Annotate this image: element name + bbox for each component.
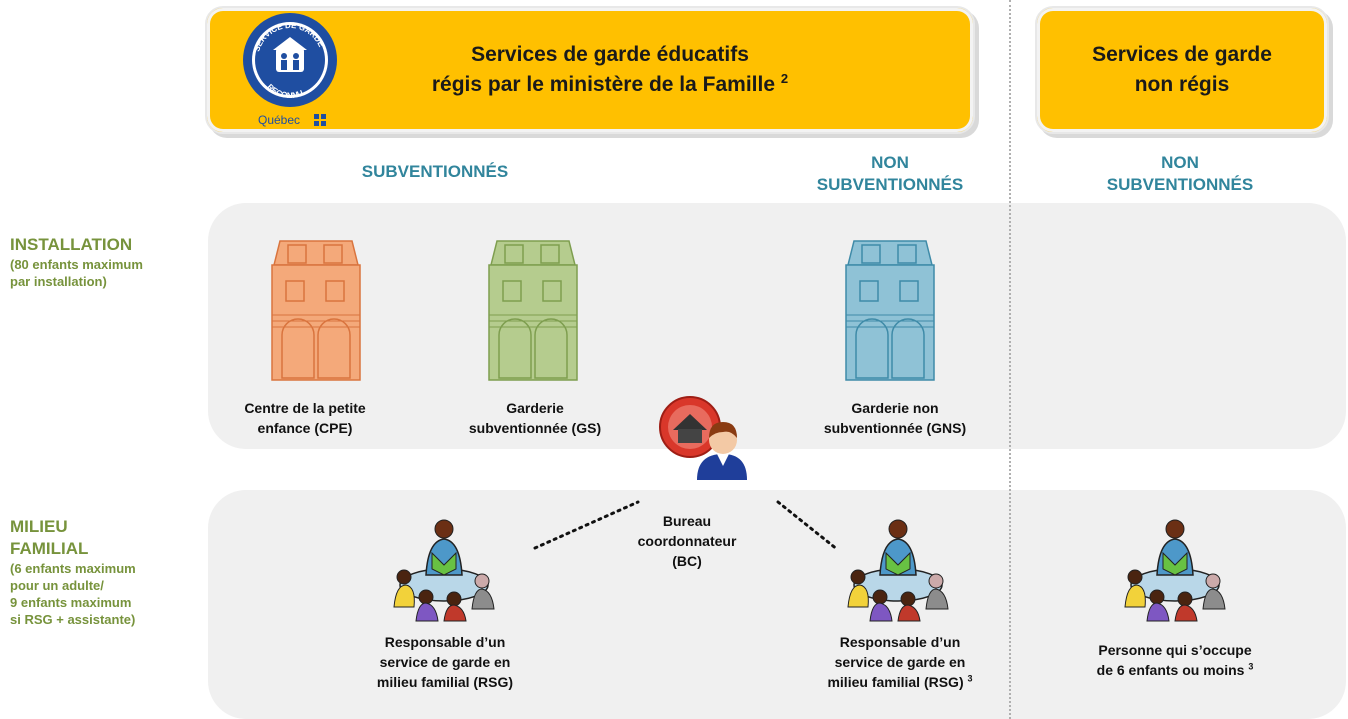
gns-caption: Garderie non subventionnée (GNS) (823, 400, 967, 436)
bc-connector-lines (533, 500, 840, 552)
regulated-banner-title: Services de garde éducatifs régis par le… (432, 40, 788, 100)
family-row-label: MILIEU FAMILIAL (6 enfants maximum pour … (10, 517, 136, 627)
bc-caption: Bureau coordonnateur (BC) (637, 513, 737, 569)
regulated-banner-line1: Services de garde éducatifs (471, 43, 749, 66)
quebec-recognized-logo: SERVICE DE GARDE RECONNU Québec (240, 10, 340, 130)
quebec-brand-text: Québec (258, 113, 300, 127)
cpe-building-icon (271, 240, 361, 381)
footnote-3: 3 (967, 673, 973, 684)
footnote-3: 3 (1248, 661, 1254, 672)
bureau-coordonnateur-icon (659, 396, 747, 480)
gns-building-icon (845, 240, 935, 381)
cpe-caption: Centre de la petite enfance (CPE) (244, 400, 366, 436)
rsg-non-subsidized-daycare-icon (847, 519, 949, 622)
regulated-unregulated-divider (1009, 0, 1011, 719)
footnote-2: 2 (780, 71, 789, 86)
header-non-subsidized-regulated: NON SUBVENTIONNÉS (816, 153, 964, 194)
unregulated-caregiver-caption: Personne qui s’occupe de 6 enfants ou mo… (1096, 642, 1254, 678)
unregulated-banner-line2: non régis (1134, 73, 1230, 96)
unregulated-caregiver-icon (1124, 519, 1226, 622)
installation-row-label: INSTALLATION (80 enfants maximum par ins… (10, 235, 143, 289)
rsg-non-subsidized-caption: Responsable d’un service de garde en mil… (827, 634, 973, 690)
gs-building-icon (488, 240, 578, 381)
gs-caption: Garderie subventionnée (GS) (468, 400, 602, 436)
service-de-garde-reconnu-seal: SERVICE DE GARDE RECONNU Québec (243, 13, 337, 127)
regulated-banner-line2: régis par le ministère de la Famille (431, 73, 776, 96)
rsg-family-daycare-icon (393, 519, 495, 622)
rsg-caption: Responsable d’un service de garde en mil… (376, 634, 514, 690)
header-non-subsidized-unregulated: NON SUBVENTIONNÉS (1106, 153, 1254, 194)
header-subsidized: SUBVENTIONNÉS (361, 162, 509, 181)
installation-panel (208, 203, 1346, 449)
unregulated-banner-line1: Services de garde (1092, 43, 1272, 66)
unregulated-services-banner: Services de garde non régis (1035, 6, 1329, 134)
